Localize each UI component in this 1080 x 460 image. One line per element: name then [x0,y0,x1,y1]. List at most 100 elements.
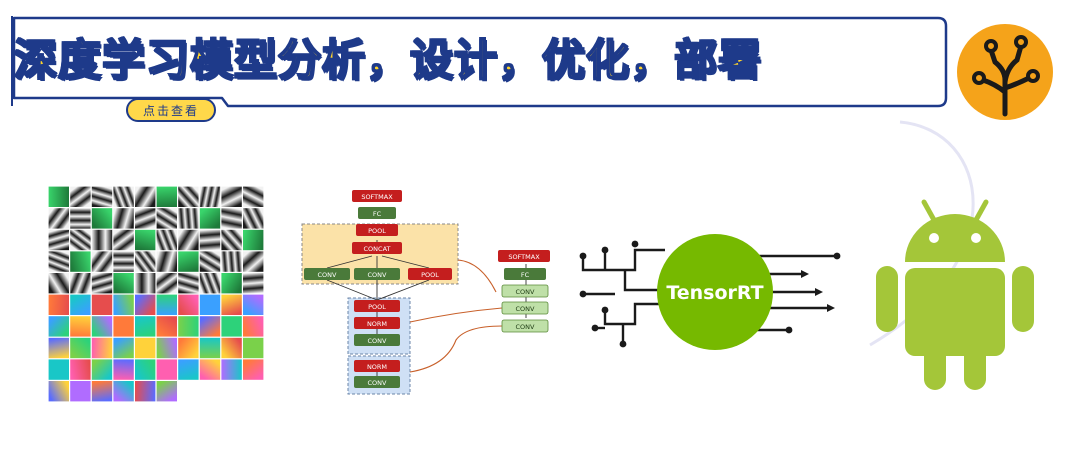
filter-cell [48,251,69,272]
filter-cell [221,208,242,229]
filter-cell [113,359,134,380]
filter-cell [70,294,91,315]
filter-cell [113,251,134,272]
filter-cell [70,208,91,229]
filter-cell [70,229,91,251]
filter-cell [135,337,156,359]
filter-cell [113,208,134,229]
filter-cell [91,381,113,402]
tensorrt-label: TensorRT [666,282,763,304]
block-pool-left-top: POOL [368,227,386,235]
filter-cell [91,186,113,207]
filter-cell [243,316,264,337]
filter-cell [199,208,221,229]
block-norm-b: NORM [367,363,387,371]
block-softmax-left: SOFTMAX [361,193,393,201]
filter-cell [70,337,91,359]
filter-cell [156,316,177,337]
view-button[interactable]: 点击查看 [126,98,216,122]
filter-cell [113,381,134,402]
network-architecture-diagram: SOFTMAX FC POOL CONCAT CONV CONV POOL PO… [301,190,550,395]
filter-cell [70,316,91,337]
block-conv-right-b: CONV [516,305,536,313]
filter-cell [221,294,242,315]
filter-cell [113,229,134,251]
filter-cell [243,359,264,380]
filter-cell [178,273,199,294]
filter-cell [48,359,69,380]
filter-cell [113,337,134,359]
filter-cell [199,337,221,359]
filter-cell [178,359,199,380]
filter-cell [178,337,199,359]
filter-cell [199,316,221,337]
filter-cell [243,229,264,251]
filter-cell [199,251,221,272]
circuit-tree-logo-icon [957,24,1053,120]
filter-cell [91,294,113,315]
filter-cell [135,381,156,402]
block-pool-branch: POOL [421,271,439,279]
block-fc-right: FC [521,271,530,279]
filter-cell [48,294,69,315]
filter-cell [221,273,242,294]
filter-cell [135,273,156,294]
filter-cell [156,273,177,294]
filter-cell [91,359,113,380]
filter-cell [199,273,221,294]
filter-cell [48,381,69,402]
filter-cell [178,208,199,229]
filter-cell [221,186,242,207]
filter-cell [178,316,199,337]
filter-cell [178,186,199,207]
filter-cell [199,186,221,207]
block-conv-right-c: CONV [516,323,536,331]
filter-cell [156,359,177,380]
block-softmax-right: SOFTMAX [508,253,540,261]
block-concat: CONCAT [364,245,391,253]
filter-cell [178,229,199,251]
filter-cell [91,251,113,272]
filter-cell [48,316,69,337]
filter-cell [91,273,113,294]
filter-cell [70,273,91,294]
filter-cell [178,294,199,315]
tensorrt-graphic: TensorRT [579,234,841,350]
filter-cell [135,208,156,229]
block-conv-b: CONV [368,271,388,279]
filter-cell [70,381,91,402]
filter-cell [91,316,113,337]
filter-cell [156,186,177,207]
filter-cell [135,251,156,272]
filter-cell [91,229,113,251]
filter-cell [221,229,242,251]
filter-cell [243,251,264,272]
filter-cell [243,273,264,294]
filter-cell [135,229,156,251]
filter-cell [221,337,242,359]
banner-frame [11,16,948,108]
filter-cell [91,337,113,359]
filter-cell [199,359,221,380]
filter-cell [243,208,264,229]
filter-cell [178,251,199,272]
filter-cell [113,186,134,207]
block-conv-right-a: CONV [516,288,536,296]
filter-cell [156,337,177,359]
block-conv-c: CONV [368,337,388,345]
block-conv-a: CONV [318,271,338,279]
filter-cell [243,186,264,207]
filter-cell [199,294,221,315]
banner-title: 深度学习模型分析，设计，优化，部署 [13,35,762,87]
block-conv-d: CONV [368,379,388,387]
filter-cell [48,337,69,359]
filter-cell [156,251,177,272]
filter-cell [70,359,91,380]
block-pool-left-mid: POOL [368,303,386,311]
filter-cell [156,229,177,251]
filter-cell [113,294,134,315]
filter-cell [48,273,69,294]
filter-cell [48,186,69,207]
filter-cell [135,186,156,207]
filter-cell [243,337,264,359]
